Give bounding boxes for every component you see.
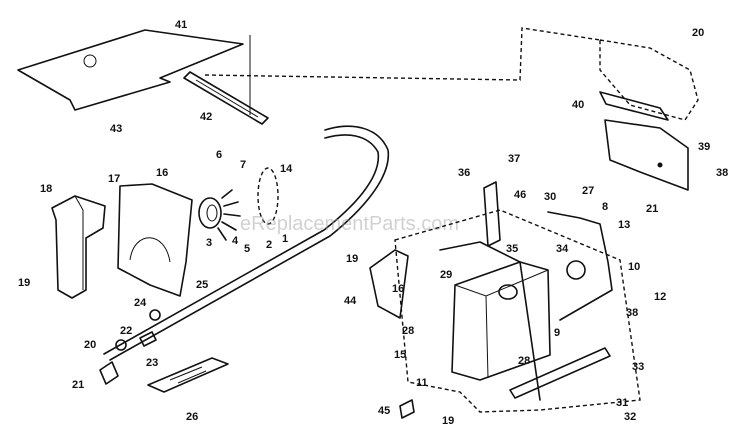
callouts: 41 43 42 20 40 39 38 21 6 7 14 18 17 16 … [18, 19, 728, 427]
callout: 1 [282, 233, 288, 245]
callout: 20 [84, 339, 96, 351]
callout: 36 [458, 167, 470, 179]
callout: 18 [40, 183, 52, 195]
callout: 32 [624, 411, 636, 423]
callout: 42 [200, 111, 212, 123]
callout: 44 [344, 295, 357, 307]
callout: 13 [618, 219, 630, 231]
callout: 46 [514, 189, 526, 201]
callout: 28 [518, 355, 530, 367]
callout: 40 [572, 99, 584, 111]
callout: 17 [108, 173, 120, 185]
callout: 12 [654, 291, 666, 303]
callout: 33 [632, 361, 644, 373]
callout: 16 [392, 283, 404, 295]
callout: 19 [442, 415, 454, 427]
part-clip [139, 331, 157, 347]
callout: 45 [378, 405, 390, 417]
part-gear [566, 260, 586, 280]
part-small-bracket [399, 399, 415, 419]
callout: 2 [266, 239, 272, 251]
callout: 21 [646, 203, 658, 215]
part-base-plate [147, 357, 229, 393]
callout: 20 [692, 27, 704, 39]
callout: 19 [18, 277, 30, 289]
part-left-shroud [51, 195, 106, 299]
part-rod [509, 347, 611, 399]
part-main-frame [394, 209, 641, 413]
part-end-clip [99, 361, 119, 385]
callout: 28 [402, 325, 414, 337]
part-knob [149, 309, 161, 321]
callout: 43 [110, 123, 122, 135]
callout: 30 [544, 191, 556, 203]
part-tank [451, 261, 551, 381]
part-upright [483, 181, 501, 247]
callout: 4 [232, 235, 239, 247]
callout: 3 [206, 237, 212, 249]
part-top-cover [17, 29, 244, 111]
callout: 23 [146, 357, 158, 369]
callout: 5 [244, 243, 250, 255]
part-bracket-plate [117, 183, 193, 297]
part-pipe [547, 211, 613, 321]
part-rail [183, 35, 269, 125]
part-right-housing [599, 39, 699, 191]
part-grommet [115, 339, 127, 351]
watermark: eReplacementParts.com [240, 213, 459, 235]
callout: 22 [120, 325, 132, 337]
callout: 8 [602, 201, 608, 213]
callout: 39 [698, 141, 710, 153]
callout: 9 [554, 327, 560, 339]
callout: 6 [216, 149, 222, 161]
callout: 25 [196, 279, 208, 291]
callout: 35 [506, 243, 518, 255]
part-fan [198, 167, 279, 241]
callout: 19 [346, 253, 358, 265]
callout: 15 [394, 349, 406, 361]
callout: 10 [628, 261, 640, 273]
callout: 24 [134, 297, 147, 309]
callout: 38 [716, 167, 728, 179]
part-hose [103, 125, 390, 361]
callout: 16 [156, 167, 168, 179]
callout: 41 [175, 19, 187, 31]
callout: 38 [626, 307, 638, 319]
callout: 29 [440, 269, 452, 281]
callout: 34 [556, 243, 569, 255]
callout: 11 [416, 377, 428, 389]
callout: 14 [280, 163, 293, 175]
callout: 26 [186, 411, 198, 423]
callout: 31 [616, 397, 628, 409]
callout: 21 [72, 379, 84, 391]
callout: 7 [240, 159, 246, 171]
part-side-panel [369, 249, 409, 319]
callout: 27 [582, 185, 594, 197]
callout: 37 [508, 153, 520, 165]
connection-line [204, 27, 601, 81]
